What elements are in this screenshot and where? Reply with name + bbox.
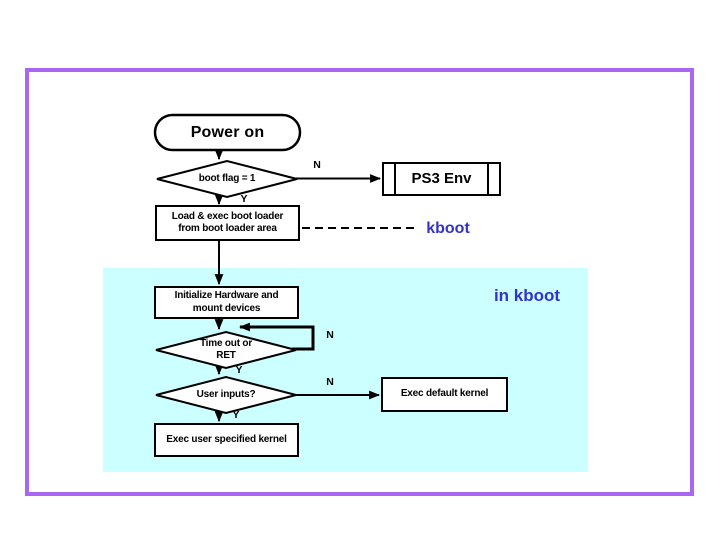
decision-user-inputs xyxy=(155,375,297,415)
terminator-power-on xyxy=(153,113,302,152)
timeout-line1: Time out or xyxy=(199,337,253,349)
timeout-yes-label: Y xyxy=(235,363,243,376)
initialize-hardware-line1: Initialize Hardware and xyxy=(174,290,279,301)
initialize-hardware-line2: mount devices xyxy=(192,302,261,314)
user-inputs-no-label: N xyxy=(326,375,334,388)
load-boot-loader-label: Load & exec boot loader from boot loader… xyxy=(156,206,299,240)
boot-flag-no-label: N xyxy=(313,158,321,171)
user-inputs-label: User inputs? xyxy=(196,388,256,400)
predefined-process-ps3-env xyxy=(382,162,501,196)
load-boot-loader-line2: from boot loader area xyxy=(178,223,277,234)
timeout-line2: RET xyxy=(216,350,236,361)
load-boot-loader-line1: Load & exec boot loader xyxy=(171,210,284,222)
boot-flag-yes-label: Y xyxy=(240,192,248,205)
user-inputs-yes-label: Y xyxy=(232,408,240,421)
process-initialize-hardware xyxy=(154,286,299,319)
exec-default-kernel-label: Exec default kernel xyxy=(400,388,489,400)
initialize-hardware-label: Initialize Hardware and mount devices xyxy=(155,287,298,318)
boot-flag-label: boot flag = 1 xyxy=(198,172,256,184)
kboot-annotation: kboot xyxy=(426,220,470,237)
exec-user-kernel-label: Exec user specified kernel xyxy=(166,433,287,445)
edge-timeout-no-loop xyxy=(238,322,315,351)
decision-boot-flag xyxy=(156,159,298,199)
process-load-boot-loader xyxy=(155,205,300,241)
process-exec-user-kernel xyxy=(154,423,299,457)
timeout-no-label: N xyxy=(326,328,334,341)
ps3-env-double-bars xyxy=(394,163,489,195)
outer-frame xyxy=(25,68,694,496)
process-exec-default-kernel xyxy=(381,377,508,412)
decision-timeout xyxy=(155,330,297,370)
ps3-env-label: PS3 Env xyxy=(411,169,472,187)
in-kboot-annotation: in kboot xyxy=(493,286,561,306)
timeout-label: Time out or RET xyxy=(156,332,296,368)
power-on-label: Power on xyxy=(190,123,265,141)
